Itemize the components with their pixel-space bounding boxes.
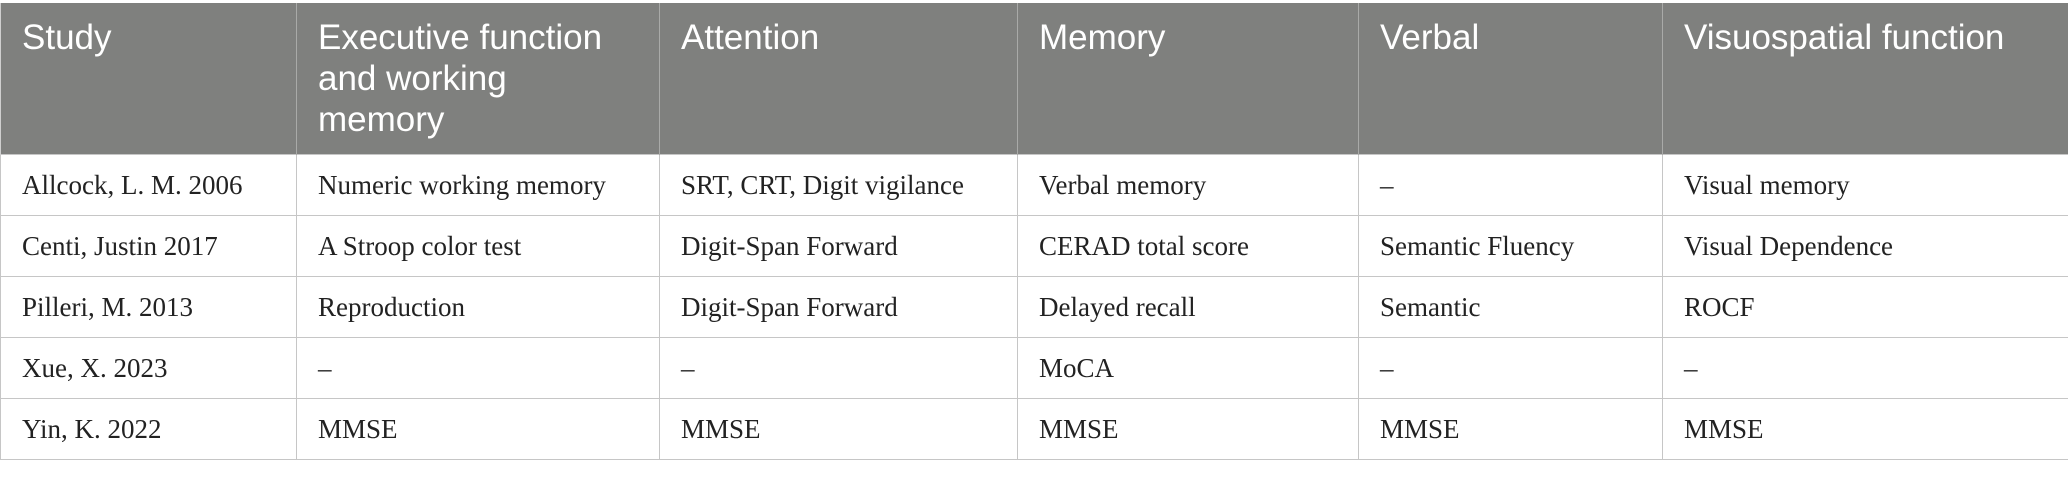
- cell-visuospatial-function: –: [1662, 337, 2068, 399]
- table-row: Xue, X. 2023 – – MoCA – –: [0, 337, 2068, 399]
- header-study: Study: [0, 3, 297, 155]
- cell-study: Yin, K. 2022: [0, 398, 297, 460]
- table-body: Allcock, L. M. 2006 Numeric working memo…: [0, 154, 2068, 460]
- cell-attention: Digit-Span Forward: [659, 215, 1018, 277]
- header-attention: Attention: [659, 3, 1018, 155]
- table-row: Pilleri, M. 2013 Reproduction Digit-Span…: [0, 276, 2068, 338]
- table-row: Centi, Justin 2017 A Stroop color test D…: [0, 215, 2068, 277]
- cell-memory: Delayed recall: [1017, 276, 1359, 338]
- cell-verbal: –: [1358, 154, 1663, 216]
- cell-visuospatial-function: Visual memory: [1662, 154, 2068, 216]
- cell-study: Allcock, L. M. 2006: [0, 154, 297, 216]
- cell-study: Centi, Justin 2017: [0, 215, 297, 277]
- cell-visuospatial-function: Visual Dependence: [1662, 215, 2068, 277]
- cell-executive-function: A Stroop color test: [296, 215, 660, 277]
- header-visuospatial-function: Visuospatial function: [1662, 3, 2068, 155]
- cell-executive-function: –: [296, 337, 660, 399]
- cell-study: Xue, X. 2023: [0, 337, 297, 399]
- cell-verbal: Semantic Fluency: [1358, 215, 1663, 277]
- table-row: Yin, K. 2022 MMSE MMSE MMSE MMSE MMSE: [0, 398, 2068, 460]
- study-cognitive-domains-table: Study Executive function and working mem…: [0, 3, 2068, 460]
- cell-attention: MMSE: [659, 398, 1018, 460]
- header-executive-function: Executive function and working memory: [296, 3, 660, 155]
- cell-memory: MoCA: [1017, 337, 1359, 399]
- cell-visuospatial-function: ROCF: [1662, 276, 2068, 338]
- header-row: Study Executive function and working mem…: [0, 3, 2068, 155]
- cell-attention: –: [659, 337, 1018, 399]
- cell-verbal: MMSE: [1358, 398, 1663, 460]
- cell-executive-function: Reproduction: [296, 276, 660, 338]
- cell-verbal: Semantic: [1358, 276, 1663, 338]
- table-row: Allcock, L. M. 2006 Numeric working memo…: [0, 154, 2068, 216]
- cell-memory: CERAD total score: [1017, 215, 1359, 277]
- cell-verbal: –: [1358, 337, 1663, 399]
- cell-study: Pilleri, M. 2013: [0, 276, 297, 338]
- cell-memory: MMSE: [1017, 398, 1359, 460]
- table-header: Study Executive function and working mem…: [0, 3, 2068, 155]
- cell-attention: Digit-Span Forward: [659, 276, 1018, 338]
- header-verbal: Verbal: [1358, 3, 1663, 155]
- cell-visuospatial-function: MMSE: [1662, 398, 2068, 460]
- header-memory: Memory: [1017, 3, 1359, 155]
- cell-attention: SRT, CRT, Digit vigilance: [659, 154, 1018, 216]
- cell-memory: Verbal memory: [1017, 154, 1359, 216]
- cell-executive-function: Numeric working memory: [296, 154, 660, 216]
- cell-executive-function: MMSE: [296, 398, 660, 460]
